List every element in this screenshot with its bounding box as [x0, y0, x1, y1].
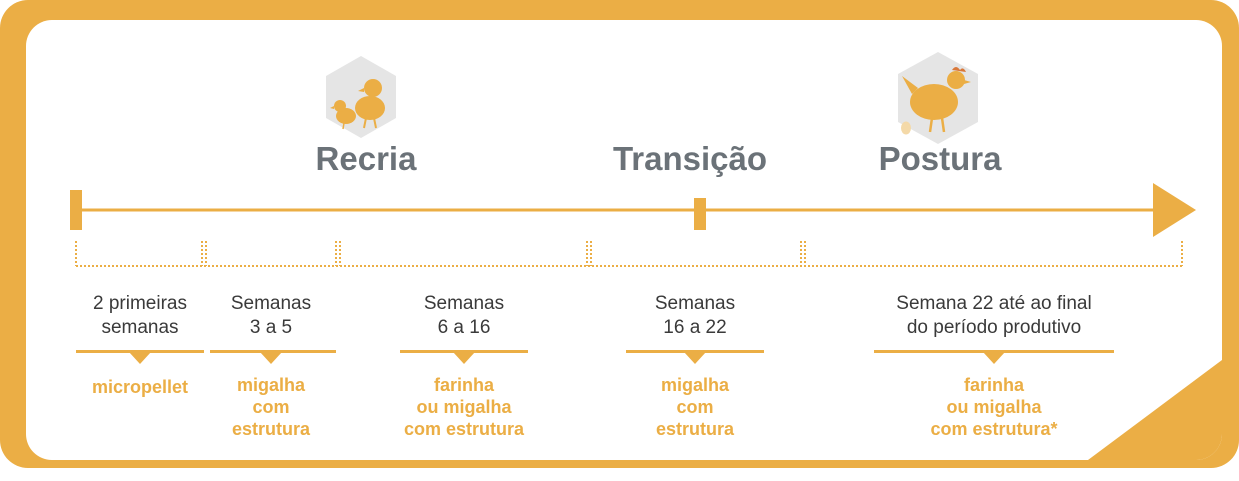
stage-divider: [874, 350, 1114, 353]
chicks-icon: [326, 56, 396, 138]
stage-divider: [400, 350, 528, 353]
stage-divider: [626, 350, 764, 353]
stage-pointer: [684, 352, 706, 364]
timeline-transition-marker: [694, 198, 706, 230]
stage-pointer: [260, 352, 282, 364]
corner-accent: [1088, 360, 1222, 460]
phase-title-recria: Recria: [315, 140, 417, 177]
stage-feed-label: micropellet: [91, 377, 189, 397]
stage-divider: [210, 350, 336, 353]
stage-pointer: [983, 352, 1005, 364]
phase-title-transicao: Transição: [612, 140, 768, 177]
phase-title-postura: Postura: [878, 140, 1002, 177]
hen-with-egg-icon: [898, 52, 978, 144]
stage-divider: [76, 350, 204, 353]
timeline-start-marker: [70, 190, 82, 230]
stage-pointer: [453, 352, 475, 364]
timeline-arrowhead: [1153, 183, 1196, 237]
period-brackets: [75, 241, 1183, 267]
timeline-graphic: [70, 183, 1222, 460]
stage-pointer: [129, 352, 151, 364]
